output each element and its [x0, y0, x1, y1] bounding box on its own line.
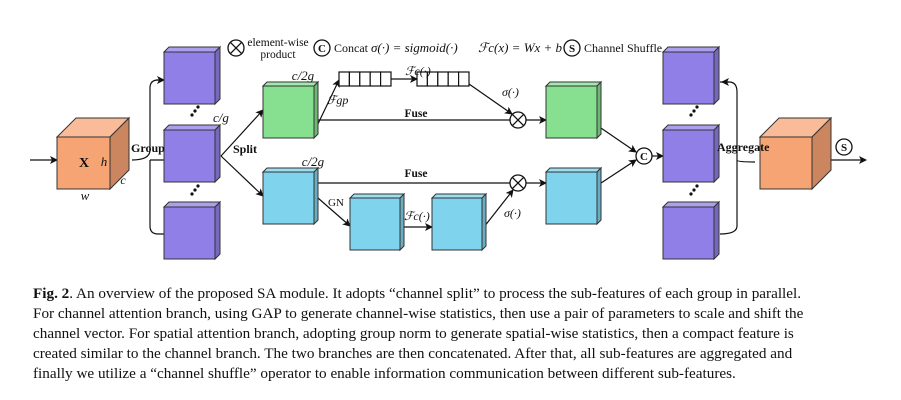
legend-shuffle-icon: S: [563, 39, 581, 57]
multiply-node-bottom: [509, 174, 527, 192]
gn-cube: [348, 192, 406, 252]
ellipsis-dots: [689, 184, 699, 196]
group-subfeature-cube: [162, 200, 222, 261]
gn-arrow: [317, 197, 351, 227]
fc-bottom-label: ℱc(·): [404, 209, 430, 223]
fuse-top-label: Fuse: [405, 108, 428, 120]
legend-sigmoid-definition: σ(·) = sigmoid(·): [371, 40, 458, 55]
aggregated-subfeature-cube: [661, 45, 721, 106]
spatial-branch-channels-label: c/2g: [302, 154, 325, 169]
input-h-label: h: [101, 154, 108, 169]
ellipsis-dots: [190, 184, 200, 196]
ellipsis-dots: [190, 105, 200, 117]
aggregated-subfeature-cube: [661, 123, 721, 184]
group-channels-label: c/g: [213, 110, 229, 125]
split-arrow-channel: [220, 109, 264, 157]
svg-text:C: C: [318, 43, 326, 55]
sigmoid-arrow-bottom: [483, 189, 514, 228]
sigma-top-label: σ(·): [502, 85, 519, 99]
spatial-to-concat-arrow: [597, 159, 637, 186]
caption-line: created similar to the channel branch. T…: [33, 345, 793, 362]
aggregate-brace: [719, 81, 756, 235]
sigma-bottom-label: σ(·): [504, 206, 521, 220]
output-feature-cube: [758, 116, 833, 191]
group-subfeature-cube: [162, 45, 222, 106]
group-label: Group: [131, 141, 165, 155]
shuffle-node: S: [835, 138, 853, 156]
channel-branch-cube: [261, 80, 320, 140]
legend-product-label-1: element-wise: [247, 37, 308, 49]
legend-concat-icon: C: [313, 39, 331, 57]
spatial-fc-cube: [430, 192, 488, 252]
spatial-output-cube: [544, 166, 603, 226]
spatial-branch-cube: [261, 166, 320, 226]
channel-output-cube: [544, 80, 603, 140]
legend-product-icon: [227, 39, 245, 57]
figure-caption: Fig. 2. An overview of the proposed SA m…: [33, 284, 893, 384]
legend-concat-label: Concat: [334, 41, 369, 55]
group-subfeature-cube: [162, 123, 222, 184]
diagram-edges: [30, 75, 867, 235]
aggregated-subfeature-cube: [661, 200, 721, 261]
group-brace: [131, 79, 164, 235]
input-c-label: c: [120, 173, 126, 187]
svg-text:S: S: [841, 142, 847, 154]
split-label: Split: [233, 142, 257, 156]
fuse-bottom-label: Fuse: [405, 168, 428, 180]
svg-text:S: S: [569, 43, 575, 55]
gap-label: ℱgp: [327, 93, 348, 107]
gn-label: GN: [328, 197, 344, 209]
figure-number: Fig. 2: [33, 285, 70, 302]
caption-line: channel vector. For spatial attention br…: [33, 325, 794, 342]
aggregate-label: Aggregate: [717, 140, 770, 154]
legend-fc-definition: ℱc(x) = Wx + b: [478, 40, 563, 55]
input-feature-cube: [55, 116, 131, 191]
svg-text:C: C: [640, 151, 648, 163]
caption-line: Fig. 2. An overview of the proposed SA m…: [33, 285, 802, 302]
concat-node: C: [635, 147, 653, 165]
gap-vector: [338, 71, 392, 87]
split-arrow-spatial: [220, 155, 264, 197]
caption-line: finally we utilize a “channel shuffle” o…: [33, 365, 736, 382]
fc-top-label: ℱc(·): [405, 64, 431, 78]
legend: element-wise product C Concat σ(·) = sig…: [227, 37, 662, 61]
channel-to-concat-arrow: [597, 125, 637, 153]
legend-product-label-2: product: [260, 49, 296, 61]
caption-line: For channel attention branch, using GAP …: [33, 305, 804, 322]
diagram-labels: X h w c Group c/g Split c/2g c/2g ℱgp ℱc…: [79, 64, 770, 223]
sa-module-diagram: element-wise product C Concat σ(·) = sig…: [30, 37, 867, 261]
fc-vector: [416, 71, 470, 87]
input-w-label: w: [81, 188, 90, 203]
channel-branch-channels-label: c/2g: [292, 68, 315, 83]
input-x-label: X: [79, 156, 89, 171]
multiply-node-top: [509, 111, 527, 129]
diagram-shapes: [55, 45, 833, 261]
legend-shuffle-label: Channel Shuffle: [584, 41, 662, 55]
ellipsis-dots: [689, 105, 699, 117]
sigmoid-arrow-top: [468, 83, 513, 115]
